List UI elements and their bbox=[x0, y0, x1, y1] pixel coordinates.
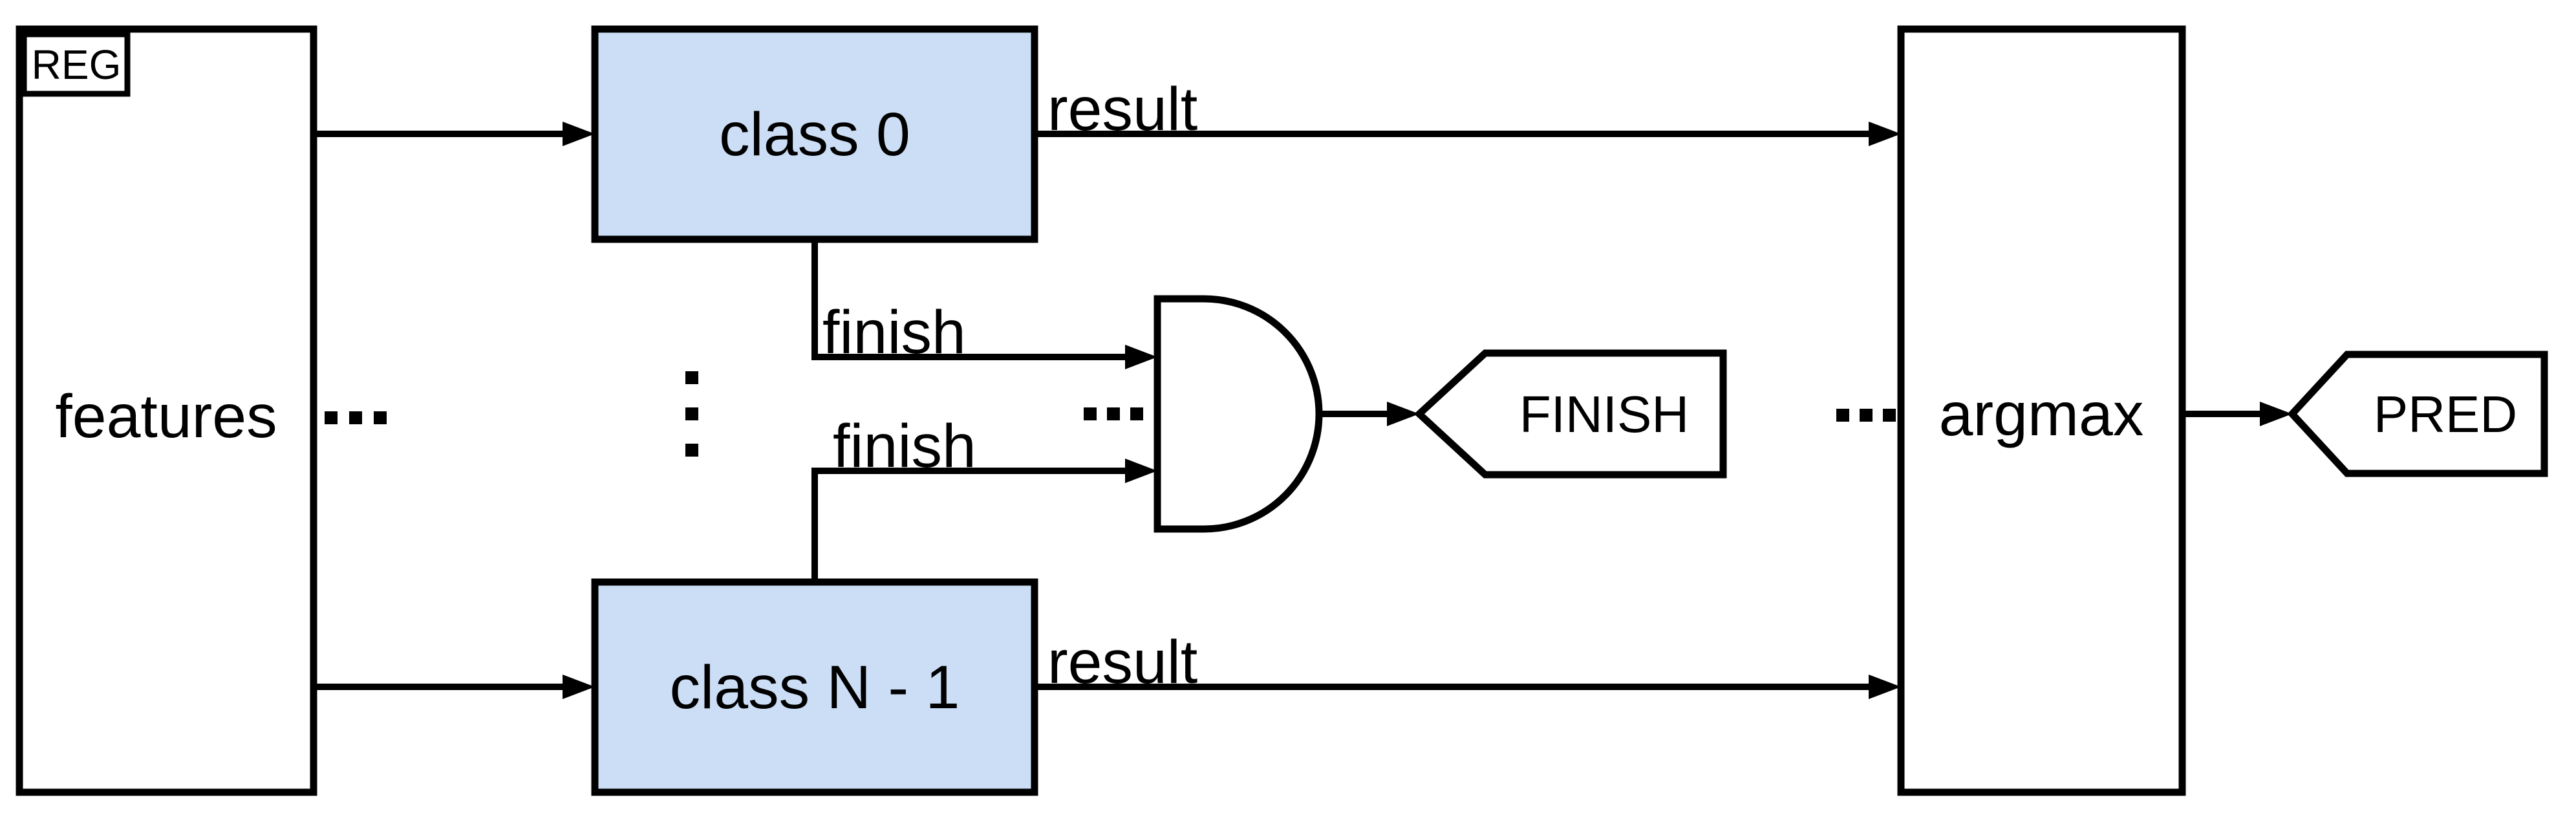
pred-output-tag bbox=[2287, 351, 2548, 477]
features-label: features bbox=[55, 382, 277, 451]
finish-bottom-label: finish bbox=[833, 412, 976, 481]
features-box bbox=[16, 25, 317, 796]
wire-finish-top bbox=[811, 239, 1128, 360]
finish-top-label: finish bbox=[822, 298, 966, 367]
argmax-label: argmax bbox=[1939, 380, 2144, 449]
reg-tag-box bbox=[21, 31, 131, 97]
class0-label: class 0 bbox=[719, 100, 910, 169]
arrowhead-icon bbox=[1869, 675, 1901, 699]
classn-box bbox=[591, 578, 1038, 796]
wire-finish-bottom bbox=[811, 468, 1128, 582]
classn-label: class N - 1 bbox=[670, 653, 960, 722]
arrowhead-icon bbox=[563, 675, 595, 699]
vertical-ellipsis-icon bbox=[685, 371, 698, 457]
arrowhead-icon bbox=[2260, 402, 2292, 426]
arrowhead-icon bbox=[1869, 122, 1901, 146]
arrowhead-icon bbox=[1125, 459, 1157, 483]
arrowhead-icon bbox=[1387, 402, 1419, 426]
pred-tag-label: PRED bbox=[2374, 385, 2517, 443]
result-top-label: result bbox=[1047, 75, 1197, 144]
horizontal-ellipsis-icon bbox=[1836, 409, 1896, 422]
finish-tag-label: FINISH bbox=[1519, 385, 1689, 443]
reg-tag-label: REG bbox=[32, 41, 122, 88]
arrowhead-icon bbox=[1125, 345, 1157, 369]
class0-box bbox=[591, 25, 1038, 243]
arrowhead-icon bbox=[563, 122, 595, 146]
result-bottom-label: result bbox=[1047, 628, 1197, 697]
horizontal-ellipsis-icon bbox=[325, 411, 387, 424]
and-gate-icon bbox=[1154, 295, 1323, 533]
horizontal-ellipsis-icon bbox=[1084, 407, 1143, 420]
finish-output-tag bbox=[1413, 349, 1727, 479]
